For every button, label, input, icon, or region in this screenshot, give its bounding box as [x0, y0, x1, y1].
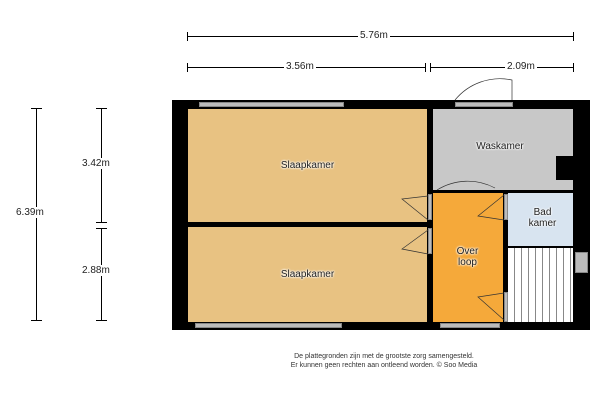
dimension-tick	[31, 320, 42, 321]
door-frame	[504, 194, 508, 220]
dimension-tick	[31, 108, 42, 109]
door-frame	[428, 228, 432, 254]
window	[195, 323, 342, 328]
room-bedroom-top	[188, 109, 427, 222]
dimension-left-width: 3.56m	[284, 61, 316, 72]
dimension-total-depth: 6.39m	[14, 207, 46, 218]
dimension-tick	[187, 63, 188, 72]
dimension-tick	[430, 63, 431, 72]
window	[440, 323, 500, 328]
dimension-tick	[573, 32, 574, 41]
label-landing-line2: loop	[458, 257, 477, 268]
dimension-total-width: 5.76m	[358, 30, 390, 41]
dimension-line-right-width	[430, 67, 573, 68]
label-landing-line1: Over	[456, 246, 479, 257]
dimension-tick	[96, 222, 107, 223]
dimension-tick	[573, 63, 574, 72]
disclaimer-line1: De plattegronden zijn met de grootste zo…	[294, 353, 474, 360]
laundry-wall-block	[556, 156, 573, 180]
label-bathroom-line2: kamer	[528, 218, 557, 229]
staircase	[508, 248, 573, 322]
label-laundry: Waskamer	[476, 141, 524, 152]
label-bathroom-line1: Bad	[533, 207, 552, 218]
window	[199, 102, 344, 107]
window	[455, 102, 513, 107]
dimension-tick	[96, 228, 107, 229]
label-bedroom-top: Slaapkamer	[280, 160, 335, 171]
room-bedroom-bottom	[188, 227, 427, 322]
dimension-top-depth: 3.42m	[80, 158, 112, 169]
door-frame	[428, 194, 432, 220]
dimension-tick	[187, 32, 188, 41]
room-laundry	[433, 109, 573, 190]
dimension-tick	[96, 320, 107, 321]
dimension-bottom-depth: 2.88m	[80, 265, 112, 276]
door-frame	[504, 292, 508, 322]
disclaimer-line2: Er kunnen geen rechten aan ontleend word…	[290, 362, 478, 369]
room-landing	[433, 193, 503, 322]
room-bathroom	[508, 193, 573, 246]
dimension-tick	[96, 108, 107, 109]
dimension-tick	[425, 63, 426, 72]
dimension-right-width: 2.09m	[505, 61, 537, 72]
label-bedroom-bottom: Slaapkamer	[280, 269, 335, 280]
window	[575, 252, 588, 273]
